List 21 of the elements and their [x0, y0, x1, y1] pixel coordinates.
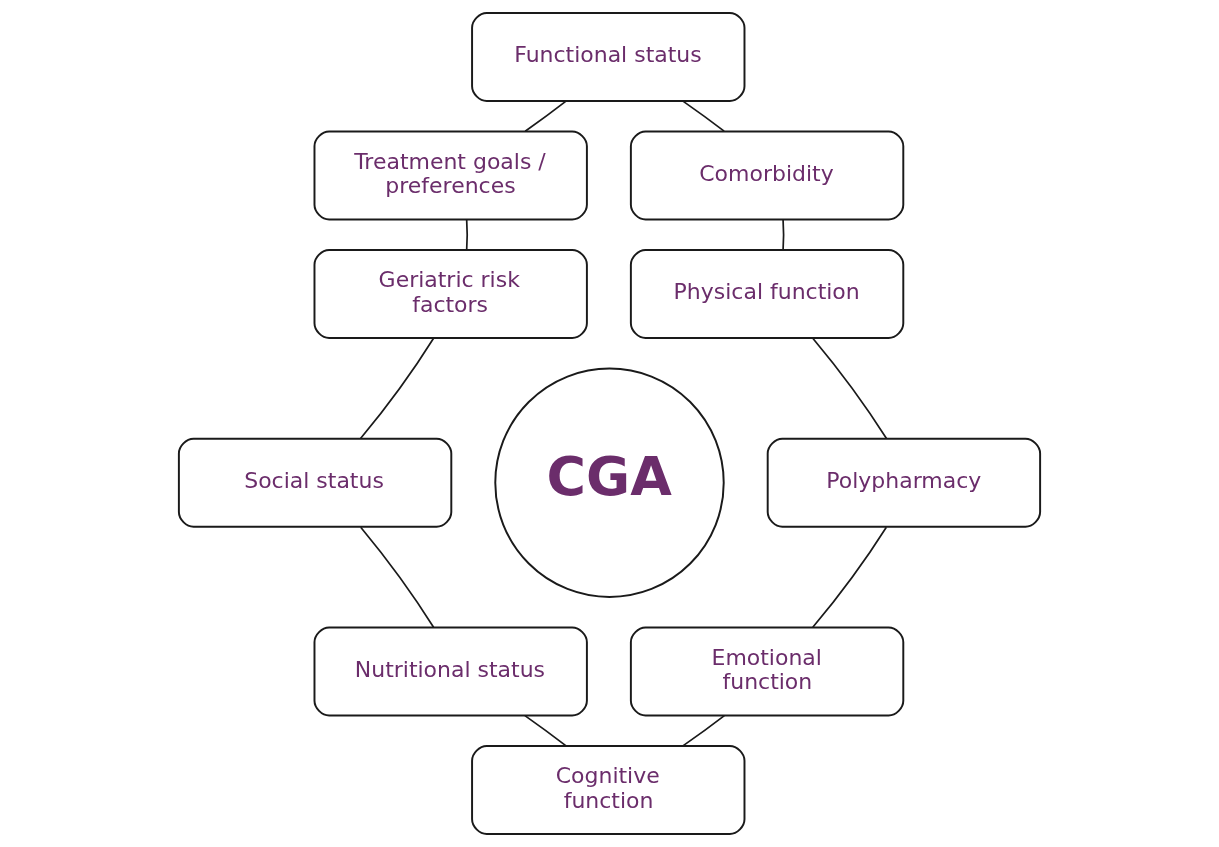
connector: [682, 714, 726, 747]
node-box: Cognitive function: [471, 745, 746, 835]
node-box: Polypharmacy: [766, 437, 1042, 528]
connector: [465, 218, 469, 251]
node-box: Treatment goals / preferences: [313, 130, 588, 221]
connector: [812, 337, 888, 440]
node-box: Comorbidity: [629, 130, 905, 221]
connector: [811, 526, 888, 629]
node-circle: CGA: [494, 367, 725, 598]
connector: [524, 714, 567, 747]
connector: [682, 100, 725, 133]
node-box: Physical function: [629, 249, 905, 339]
connector: [359, 337, 435, 440]
node-box: Emotional function: [629, 626, 905, 717]
node-box: Functional status: [471, 12, 746, 102]
node-box: Nutritional status: [313, 626, 588, 717]
connector: [524, 100, 567, 133]
connector: [359, 526, 435, 629]
node-box: Social status: [177, 437, 453, 528]
node-box: Geriatric risk factors: [313, 249, 588, 339]
connector: [782, 218, 785, 251]
